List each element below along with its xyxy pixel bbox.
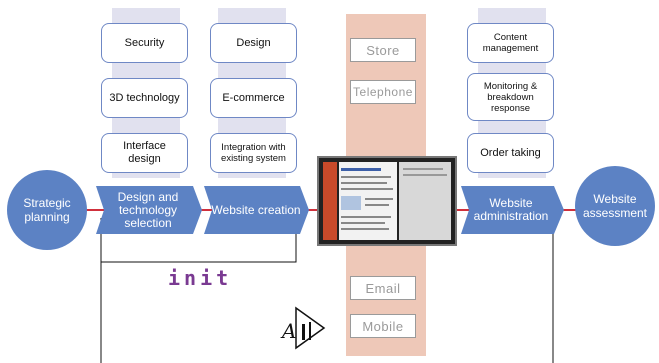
- service-3d-technology: 3D technology: [101, 78, 188, 118]
- init-logo: init: [168, 266, 233, 290]
- service-integration: Integration with existing system: [210, 133, 297, 173]
- stage-website-creation: Website creation: [211, 202, 301, 217]
- ati-logo: A: [280, 306, 326, 350]
- channel-store: Store: [350, 38, 416, 62]
- website-screenshot-image: [317, 156, 457, 246]
- channel-telephone: Telephone: [350, 80, 416, 104]
- service-security: Security: [101, 23, 188, 63]
- stage-website-assessment: Website assessment: [575, 166, 655, 246]
- service-monitoring: Monitoring & breakdown response: [467, 73, 554, 121]
- service-content-management: Content management: [467, 23, 554, 63]
- chevron-website-creation: [204, 186, 309, 234]
- service-design: Design: [210, 23, 297, 63]
- svg-text:A: A: [280, 319, 296, 343]
- chevron-website-admin: [461, 186, 564, 234]
- stage-strategic-planning: Strategic planning: [7, 170, 87, 250]
- service-interface-design: Interface design: [101, 133, 188, 173]
- service-ecommerce: E-commerce: [210, 78, 297, 118]
- stage-website-admin: Website administration: [473, 196, 549, 223]
- channel-mobile: Mobile: [350, 314, 416, 338]
- screenshot-graphic: [319, 158, 455, 244]
- stage-design-tech: Design and technology selection: [117, 189, 179, 230]
- chevron-design-tech: [96, 186, 202, 234]
- channel-email: Email: [350, 276, 416, 300]
- bracket-design-creation: [100, 218, 297, 263]
- service-order-taking: Order taking: [467, 133, 554, 173]
